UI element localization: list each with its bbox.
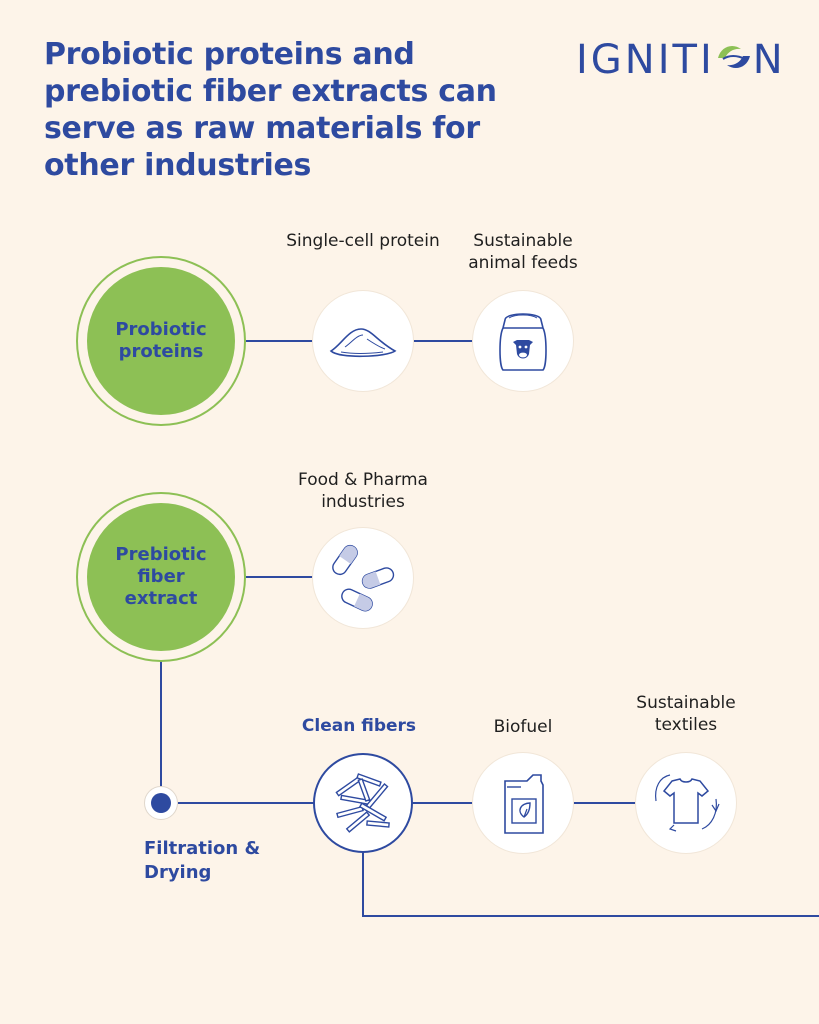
logo-text-left: IGNITI [576, 37, 715, 83]
feed-sack-icon [499, 313, 547, 371]
prebiotic-fiber-node: Prebiotic fiber extract [76, 492, 246, 662]
textiles-label: Sustainable textiles [636, 693, 736, 735]
food-pharma-label: Food & Pharma industries [298, 470, 428, 512]
prebiotic-fiber-label: Prebiotic fiber extract [87, 503, 235, 651]
animal-feeds-node [473, 291, 573, 391]
single-cell-protein-label: Single-cell protein [286, 231, 440, 251]
filtration-label: Filtration & Drying [144, 838, 261, 883]
line-fibers-down-right [362, 850, 819, 917]
clean-fibers-label: Clean fibers [301, 716, 417, 736]
ignition-logo: IGNITI N [576, 38, 786, 82]
biofuel-node [473, 753, 573, 853]
food-pharma-node [313, 528, 413, 628]
recycled-tshirt-icon [655, 774, 720, 832]
logo-o-mark-icon [717, 46, 750, 68]
clean-fibers-node [313, 753, 413, 853]
fuel-canister-icon [504, 774, 544, 834]
single-cell-protein-node [313, 291, 413, 391]
logo-text-right: N [752, 37, 786, 83]
fibers-icon [335, 773, 390, 833]
filtration-node [144, 786, 178, 820]
process-dot-icon [151, 793, 171, 813]
biofuel-label: Biofuel [493, 717, 553, 737]
textiles-node [636, 753, 736, 853]
animal-feeds-label: Sustainable animal feeds [468, 231, 578, 273]
probiotic-proteins-label: Probiotic proteins [87, 267, 235, 415]
page-title: Probiotic proteins and prebiotic fiber e… [44, 37, 497, 183]
probiotic-proteins-node: Probiotic proteins [76, 256, 246, 426]
capsules-icon [332, 544, 395, 612]
powder-pile-icon [329, 328, 397, 358]
